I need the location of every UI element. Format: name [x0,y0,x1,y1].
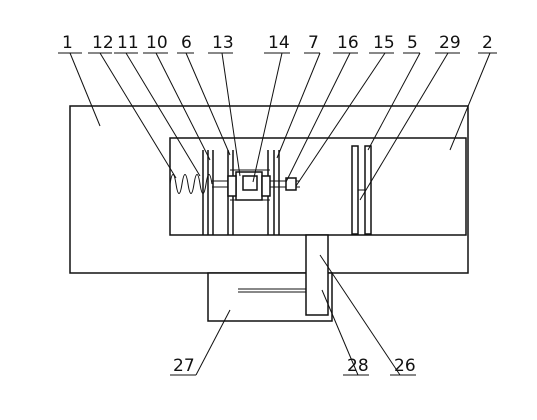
leader-10 [155,52,211,161]
label-16: 16 [337,33,359,53]
label-27: 27 [173,356,195,376]
coupling-left-cap [227,175,237,197]
leader-7 [276,52,321,159]
label-11: 11 [117,33,139,53]
plate-five [351,145,359,235]
label-29: 29 [439,33,461,53]
label-7: 7 [308,33,319,53]
leader-28 [321,289,359,376]
leader-27 [195,309,231,376]
label-6: 6 [181,33,192,53]
label-5: 5 [407,33,418,53]
leader-2 [449,52,491,151]
label-1: 1 [62,33,73,53]
vertical-post [305,234,329,316]
label-12: 12 [92,33,114,53]
leader-16 [285,52,351,183]
leader-1 [69,52,101,127]
leader-5 [367,52,421,151]
label-15: 15 [373,33,395,53]
label-26: 26 [394,356,416,376]
leader-15 [295,52,386,187]
label-28: 28 [347,356,369,376]
leader-11 [125,52,201,177]
leader-6 [185,52,231,156]
leader-14 [252,52,283,183]
label-14: 14 [268,33,290,53]
nozzle [285,177,297,191]
label-2: 2 [482,33,493,53]
leader-29 [359,52,449,201]
coupling-right-cap [261,175,271,197]
label-10: 10 [146,33,168,53]
leader-12 [99,52,177,179]
coupling-core [242,175,258,191]
label-13: 13 [212,33,234,53]
spring [169,174,213,194]
leader-26 [319,254,401,376]
leader-13 [221,52,241,177]
